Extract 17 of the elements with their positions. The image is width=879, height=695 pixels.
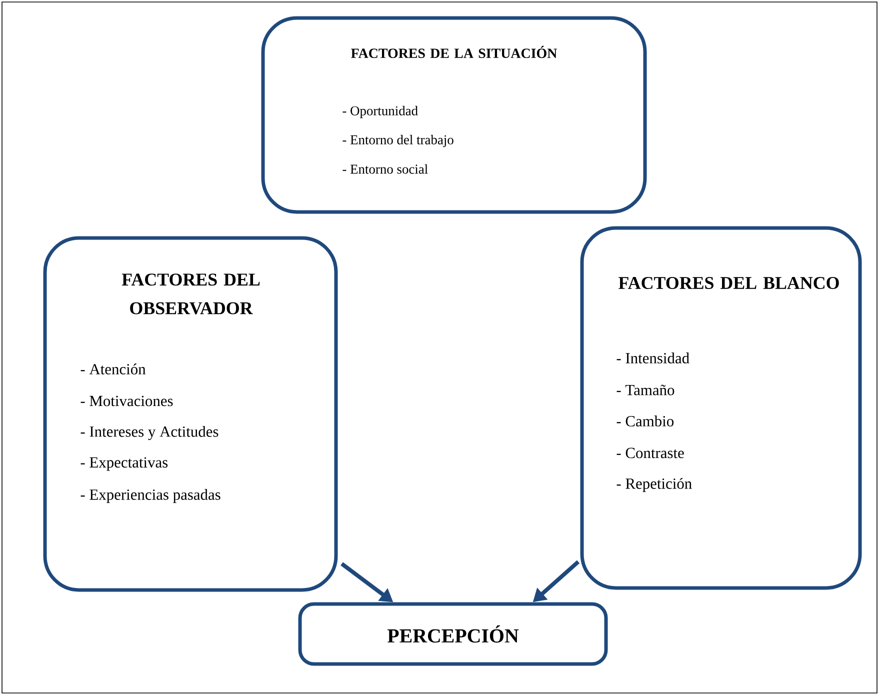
list-item: - Repetición [616,478,692,492]
list-item: - Atención [80,364,146,374]
list-item: - Experiencias pasadas [80,488,220,503]
heading: FACTORES DEL OBSERVADOR [122,274,260,314]
list-item: - Contraste [616,448,684,458]
list-item: - Entorno del trabajo [342,134,454,148]
list-item: - Entorno social [342,164,428,174]
heading: FACTORES DEL BLANCO [618,276,839,289]
list-item: - Oportunidad [342,106,418,118]
list-item: - Expectativas [80,457,168,471]
list-item: - Tamaño [616,384,674,396]
heading: PERCEPCIÓN [387,625,519,643]
list-item: - Intensidad [616,352,690,364]
list-item: - Cambio [616,416,674,426]
heading: FACTORES DE LA SITUACIÓN [351,46,557,58]
list-item: - Intereses y Actitudes [80,426,218,440]
list-item: - Motivaciones [80,396,173,406]
